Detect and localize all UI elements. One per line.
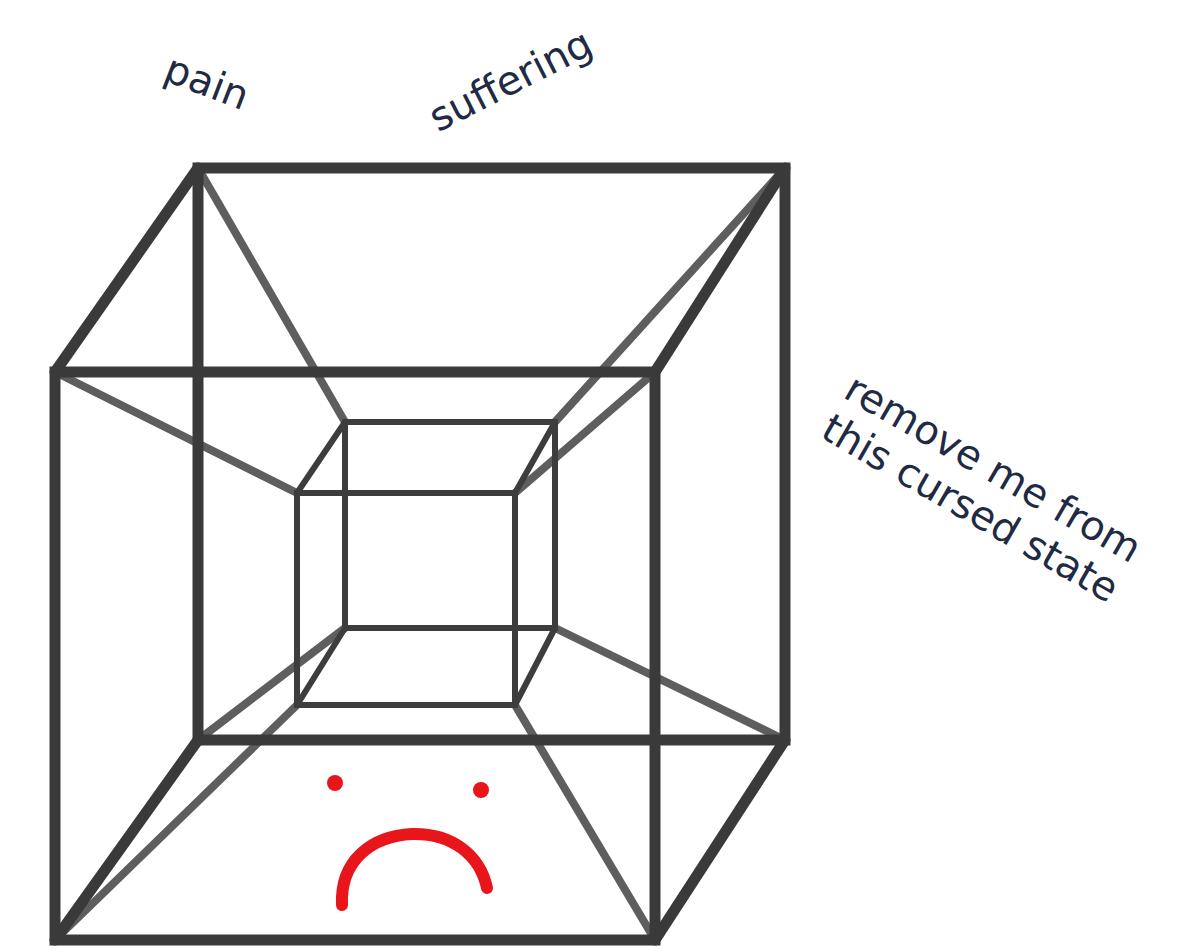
caption-text: suffering (421, 19, 599, 140)
sad-face (327, 775, 489, 905)
caption-text: pain (159, 45, 256, 119)
caption-text: remove me from this cursed state (803, 358, 1161, 618)
